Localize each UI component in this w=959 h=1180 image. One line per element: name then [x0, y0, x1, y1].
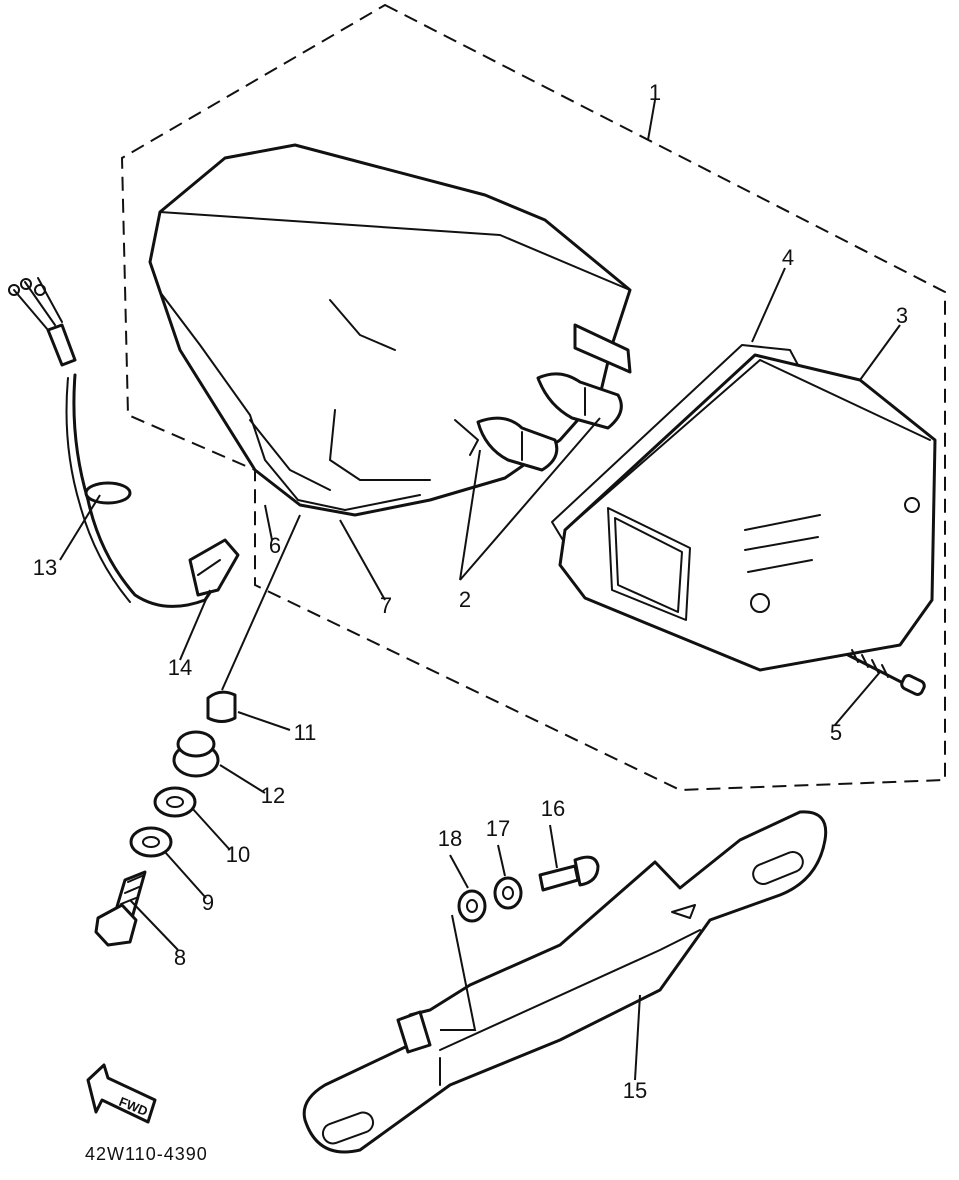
- callout-18: 18: [438, 826, 462, 851]
- drawing-number: 42W110-4390: [85, 1144, 208, 1164]
- callout-3: 3: [896, 303, 908, 328]
- callout-1: 1: [649, 80, 661, 105]
- callout-5: 5: [830, 720, 842, 745]
- bulb-upper: [536, 372, 623, 430]
- grommet-12: [172, 730, 220, 778]
- callout-2: 2: [459, 587, 471, 612]
- license-bracket: [302, 810, 828, 1154]
- callout-16: 16: [541, 796, 565, 821]
- wire-harness: [8, 277, 217, 608]
- bolt-16: [538, 855, 600, 892]
- callout-13: 13: [33, 555, 57, 580]
- washer-10: [153, 786, 197, 818]
- callout-10: 10: [226, 842, 250, 867]
- assembly-boundary: [120, 3, 946, 792]
- leader-lines: [59, 99, 901, 1081]
- callout-7: 7: [380, 593, 392, 618]
- nut-18: [457, 889, 487, 923]
- wire-clamp: [188, 538, 240, 597]
- bolt-8: [94, 870, 147, 947]
- lens-screw: [846, 649, 926, 696]
- fwd-arrow-icon: FWD: [86, 1063, 157, 1124]
- callout-11: 11: [294, 720, 317, 745]
- callout-6: 6: [269, 533, 281, 558]
- bulb-lower: [476, 416, 559, 472]
- washer-17: [493, 876, 523, 910]
- callout-4: 4: [782, 245, 794, 270]
- callout-15: 15: [623, 1078, 647, 1103]
- callout-14: 14: [168, 655, 192, 680]
- collar-11: [206, 690, 237, 723]
- callout-9: 9: [202, 890, 214, 915]
- callout-17: 17: [486, 816, 510, 841]
- callouts: 1 2 3 4 5 6 7 8 9 10 11 12 13 14 15 16 1…: [33, 80, 908, 1103]
- taillight-lens: [558, 353, 937, 672]
- nut-line: [440, 914, 477, 1031]
- washer-9: [129, 826, 173, 858]
- callout-12: 12: [261, 783, 285, 808]
- callout-8: 8: [174, 945, 186, 970]
- taillight-housing: [148, 143, 632, 517]
- stud-line: [221, 514, 301, 691]
